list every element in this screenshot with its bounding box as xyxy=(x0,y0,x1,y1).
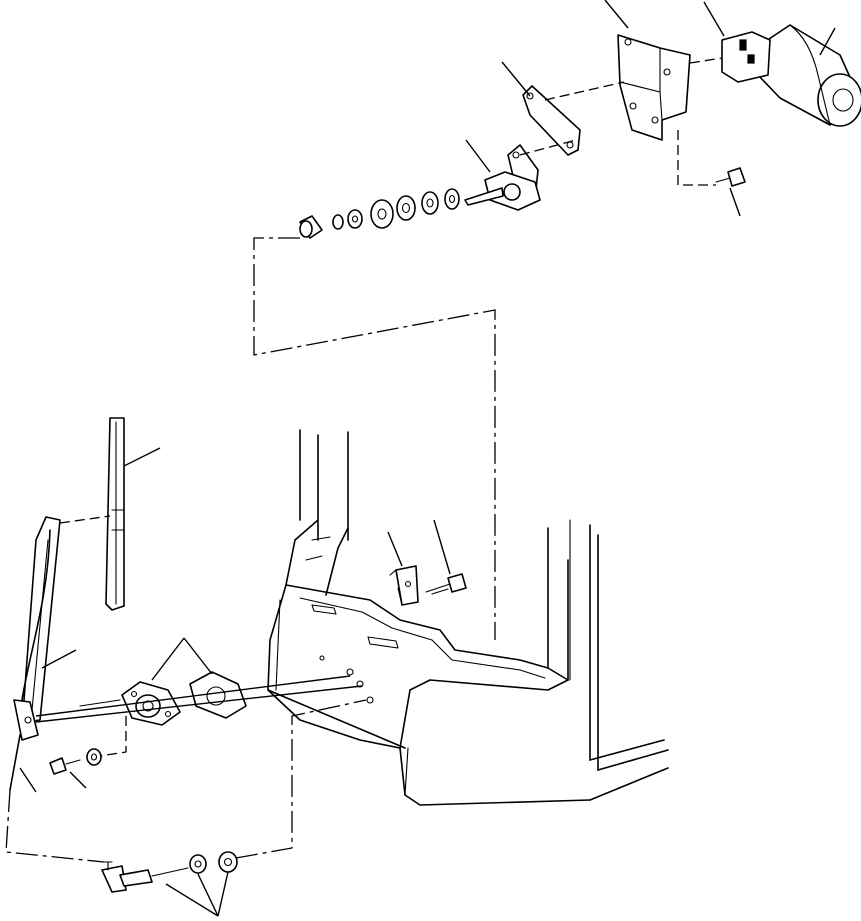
washer-2 xyxy=(421,191,439,215)
leader-clip-bolt xyxy=(433,519,451,575)
washer-1 xyxy=(444,188,460,210)
leader-nozzle-2 xyxy=(197,873,219,917)
leader-mount-bolt xyxy=(729,187,741,217)
leader-arm-base xyxy=(19,767,37,793)
clip-bolt xyxy=(447,573,467,593)
leader-lines xyxy=(19,0,836,917)
leader-nozzle-3 xyxy=(217,871,229,917)
leader-pivot-2 xyxy=(183,637,213,675)
leader-crank-arm xyxy=(501,61,531,97)
leader-connector xyxy=(703,1,725,37)
crank-arm xyxy=(522,85,581,156)
leader-arm xyxy=(41,649,77,669)
wiper-motor-assembly xyxy=(617,24,861,187)
motor-bracket xyxy=(617,34,691,141)
gasket xyxy=(189,671,247,719)
washer-3 xyxy=(396,195,416,221)
washer-nozzle xyxy=(101,851,238,893)
clip-bracket xyxy=(395,565,419,606)
routing-path-lower xyxy=(235,699,367,859)
leader-link-arm xyxy=(465,139,491,173)
routing-path-left xyxy=(5,789,105,863)
bushing xyxy=(370,199,394,229)
leader-pivot-1 xyxy=(151,637,185,681)
routing-path-upper xyxy=(253,237,496,640)
cab-mount-holes xyxy=(319,655,374,704)
leader-nozzle-1 xyxy=(165,883,219,917)
clip-and-bolt xyxy=(389,565,467,606)
leader-blade xyxy=(123,447,161,467)
nut-small xyxy=(347,209,363,229)
leader-clip xyxy=(387,531,403,567)
arm-hardware xyxy=(49,748,102,775)
linkage-parts xyxy=(299,81,625,239)
cab-frame xyxy=(267,429,669,806)
wiper-arm xyxy=(9,516,61,791)
leader-bracket xyxy=(604,0,629,29)
pivot-housing xyxy=(35,671,363,726)
wiper-blade xyxy=(59,417,125,611)
leader-arm-bolt xyxy=(69,771,87,789)
leader-motor xyxy=(819,27,836,56)
washer-small xyxy=(332,214,344,230)
